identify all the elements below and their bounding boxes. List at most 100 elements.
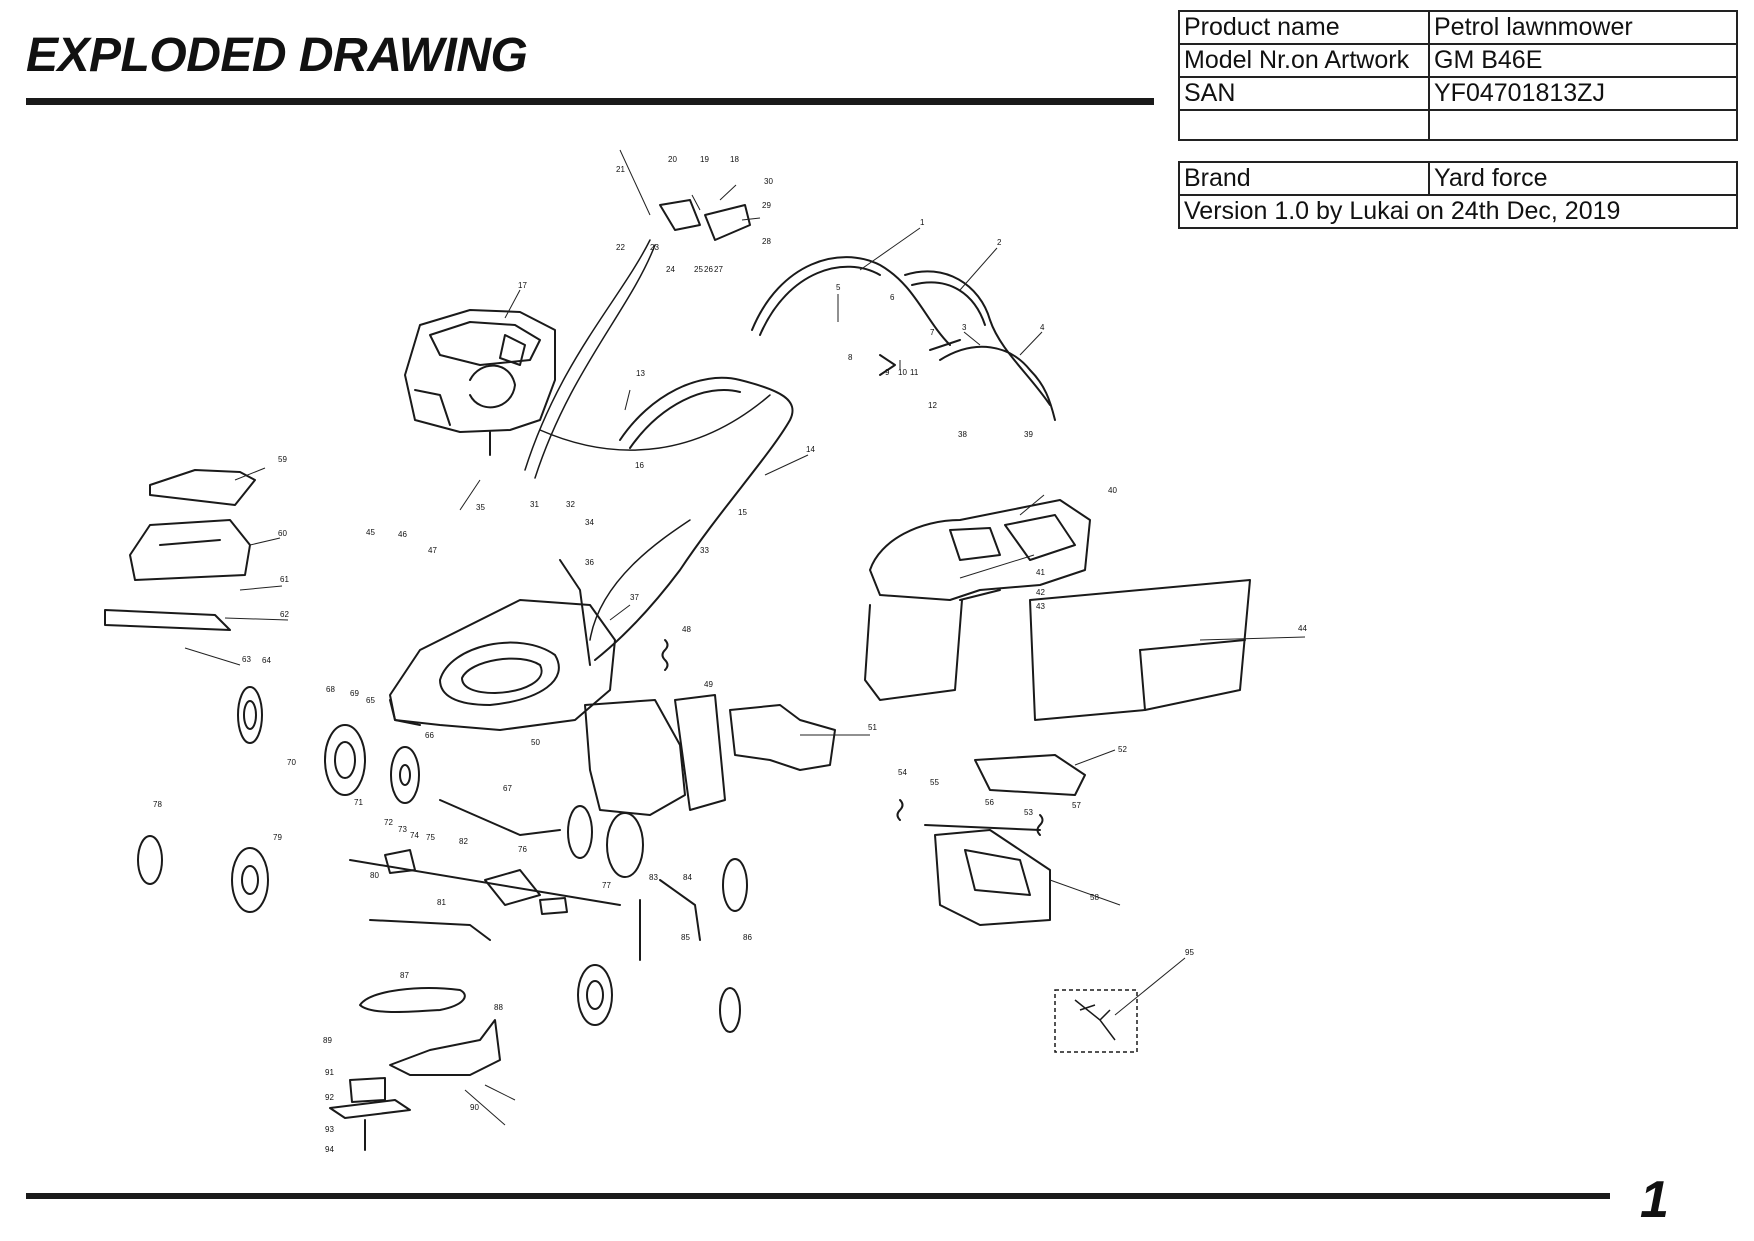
- spark-plug-tool: [1054, 989, 1138, 1053]
- callout-35: 35: [476, 503, 485, 512]
- info-row-version: Version 1.0 by Lukai on 24th Dec, 2019: [1178, 194, 1738, 229]
- leader-lines: [184, 149, 1306, 1126]
- callout-95: 95: [1185, 948, 1194, 957]
- grass-box-frame: [864, 589, 1001, 701]
- callout-47: 47: [428, 546, 437, 555]
- callout-39: 39: [1024, 430, 1033, 439]
- callout-69: 69: [350, 689, 359, 698]
- callout-48: 48: [682, 625, 691, 634]
- wheel-front-left: [324, 724, 366, 796]
- callout-11: 11: [910, 368, 919, 377]
- callout-14: 14: [806, 445, 815, 454]
- callout-77: 77: [602, 881, 611, 890]
- callout-46: 46: [398, 530, 407, 539]
- grass-box-top: [869, 499, 1091, 601]
- callout-73: 73: [398, 825, 407, 834]
- callout-86: 86: [743, 933, 752, 942]
- blade: [329, 1077, 411, 1151]
- wheel-rear-left: [231, 847, 269, 913]
- callout-9: 9: [885, 368, 890, 377]
- wheel-front-right-hub: [390, 746, 420, 804]
- callout-93: 93: [325, 1125, 334, 1134]
- callout-83: 83: [649, 873, 658, 882]
- callout-67: 67: [503, 784, 512, 793]
- control-bars: [929, 339, 1056, 421]
- callout-94: 94: [325, 1145, 334, 1154]
- product-info-table: Product name Petrol lawnmower Model Nr.o…: [1178, 10, 1738, 229]
- info-row-product-name: Product name Petrol lawnmower: [1178, 10, 1738, 45]
- callout-32: 32: [566, 500, 575, 509]
- drive-axle: [349, 849, 621, 915]
- callout-88: 88: [494, 1003, 503, 1012]
- lower-handle: [559, 376, 794, 666]
- page-number: 1: [1640, 1171, 1669, 1229]
- callout-10: 10: [898, 368, 907, 377]
- callout-65: 65: [366, 696, 375, 705]
- callout-61: 61: [280, 575, 289, 584]
- belt-guard: [389, 1019, 501, 1076]
- callout-75: 75: [426, 833, 435, 842]
- control-levers: [659, 199, 896, 376]
- drive-belt: [359, 987, 466, 1013]
- callout-3: 3: [962, 323, 967, 332]
- callout-5: 5: [836, 283, 841, 292]
- callout-56: 56: [985, 798, 994, 807]
- rear-flap: [584, 694, 726, 816]
- callout-17: 17: [518, 281, 527, 290]
- mulch-plug: [729, 704, 836, 771]
- callout-76: 76: [518, 845, 527, 854]
- callout-20: 20: [668, 155, 677, 164]
- exploded-diagram: 1234567891011121314151617181920212223242…: [104, 149, 1307, 1154]
- callout-44: 44: [1298, 624, 1307, 633]
- callout-68: 68: [326, 685, 335, 694]
- upper-handle: [751, 256, 1051, 406]
- callout-71: 71: [354, 798, 363, 807]
- info-row-san: SAN YF04701813ZJ: [1178, 76, 1738, 111]
- callout-41: 41: [1036, 568, 1045, 577]
- info-spacer: [1179, 139, 1737, 163]
- wheel-rear-left-hub: [137, 835, 163, 885]
- springs: [661, 639, 1044, 836]
- callout-89: 89: [323, 1036, 332, 1045]
- info-row-empty: [1178, 109, 1738, 141]
- callout-18: 18: [730, 155, 739, 164]
- callout-19: 19: [700, 155, 709, 164]
- callout-1: 1: [920, 218, 925, 227]
- callout-81: 81: [437, 898, 446, 907]
- callout-74: 74: [410, 831, 419, 840]
- callout-22: 22: [616, 243, 625, 252]
- callout-70: 70: [287, 758, 296, 767]
- callout-38: 38: [958, 430, 967, 439]
- callout-33: 33: [700, 546, 709, 555]
- wheel-rear-right: [577, 964, 613, 1026]
- callout-6: 6: [890, 293, 895, 302]
- callout-92: 92: [325, 1093, 334, 1102]
- callout-16: 16: [635, 461, 644, 470]
- mower-deck: [389, 599, 616, 731]
- front-bumper: [104, 469, 256, 631]
- callout-25: 25: [694, 265, 703, 274]
- info-label: Model Nr.on Artwork: [1178, 43, 1430, 78]
- callout-82: 82: [459, 837, 468, 846]
- callout-78: 78: [153, 800, 162, 809]
- callout-27: 27: [714, 265, 723, 274]
- callout-64: 64: [262, 656, 271, 665]
- info-value: YF04701813ZJ: [1428, 76, 1738, 111]
- callout-21: 21: [616, 165, 625, 174]
- callout-58: 58: [1090, 893, 1099, 902]
- callout-2: 2: [997, 238, 1002, 247]
- rear-guard: [934, 754, 1086, 926]
- callout-37: 37: [630, 593, 639, 602]
- callout-85: 85: [681, 933, 690, 942]
- callout-87: 87: [400, 971, 409, 980]
- callout-7: 7: [930, 328, 935, 337]
- callout-43: 43: [1036, 602, 1045, 611]
- page-title: EXPLODED DRAWING: [26, 29, 528, 82]
- info-label: Product name: [1178, 10, 1430, 45]
- callout-55: 55: [930, 778, 939, 787]
- callout-31: 31: [530, 500, 539, 509]
- info-row-brand: Brand Yard force: [1178, 161, 1738, 196]
- grass-bag: [1029, 579, 1251, 721]
- callout-79: 79: [273, 833, 282, 842]
